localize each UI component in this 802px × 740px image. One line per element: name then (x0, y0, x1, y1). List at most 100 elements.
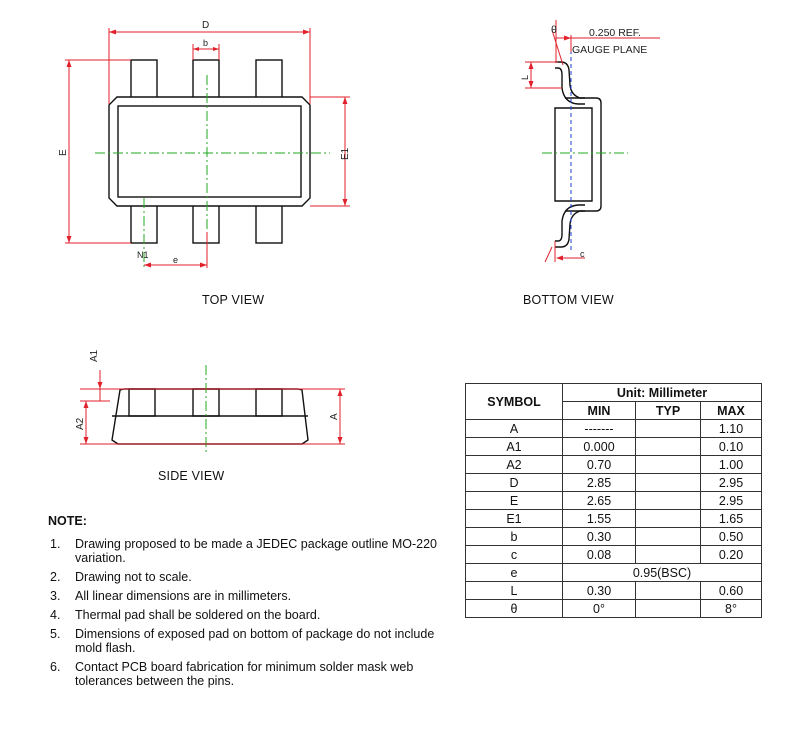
cell-typ (635, 545, 701, 564)
side-view-label: SIDE VIEW (158, 469, 225, 483)
label-A1: A1 (89, 349, 100, 362)
cell-symbol: L (465, 581, 563, 600)
cell-max: 0.10 (700, 437, 762, 456)
note-item: 1. Drawing proposed to be made a JEDEC pa… (48, 537, 448, 565)
arrow-E-top (66, 60, 72, 67)
arrow-D-left (109, 29, 116, 35)
note-number: 6. (50, 660, 61, 674)
label-A: A (329, 413, 340, 420)
note-item: 6. Contact PCB board fabrication for mini… (48, 660, 448, 688)
min-header: MIN (562, 401, 636, 420)
cell-symbol: A (465, 419, 563, 438)
cell-span: 0.95(BSC) (562, 563, 762, 582)
note-number: 3. (50, 589, 61, 603)
cell-symbol: D (465, 473, 563, 492)
note-text: Drawing proposed to be made a JEDEC pack… (75, 537, 438, 565)
note-text: All linear dimensions are in millimeters… (75, 589, 292, 603)
cell-typ (635, 473, 701, 492)
cell-max: 1.10 (700, 419, 762, 438)
side-lead-1 (128, 388, 156, 417)
bottom-view-label: BOTTOM VIEW (523, 293, 614, 307)
cell-min: 1.55 (562, 509, 636, 528)
cell-typ (635, 491, 701, 510)
cell-max: 0.60 (700, 581, 762, 600)
label-theta: θ (551, 24, 557, 36)
unit-header: Unit: Millimeter (562, 383, 762, 402)
top-view-label: TOP VIEW (202, 293, 265, 307)
top-body-inner (117, 105, 302, 198)
note-number: 2. (50, 570, 61, 584)
label-D: D (202, 20, 209, 31)
note-text: Contact PCB board fabrication for minimu… (75, 660, 414, 688)
cell-symbol: A1 (465, 437, 563, 456)
notes-section: NOTE: 1. Drawing proposed to be made a JE… (48, 514, 448, 693)
cell-min: ------- (562, 419, 636, 438)
notes-title: NOTE: (48, 514, 87, 528)
cell-typ (635, 581, 701, 600)
label-ref: 0.250 REF. (589, 27, 641, 39)
cell-symbol: θ (465, 599, 563, 618)
cell-typ (635, 419, 701, 438)
cell-typ (635, 599, 701, 618)
dimension-table: SYMBOL Unit: Millimeter MIN TYP MAX A---… (465, 383, 762, 618)
arrow-A2-bottom (83, 437, 89, 444)
profile-lower-lead (555, 210, 585, 248)
side-lead-3 (255, 388, 283, 417)
note-item: 4.Thermal pad shall be soldered on the b… (48, 608, 448, 622)
arrow-L-bottom (528, 81, 534, 88)
arrow-b-right (213, 47, 219, 51)
arrow-D-right (303, 29, 310, 35)
cell-min: 0.08 (562, 545, 636, 564)
arrow-A-top (337, 389, 343, 396)
cell-symbol: b (465, 527, 563, 546)
cell-min: 2.65 (562, 491, 636, 510)
cell-symbol: e (465, 563, 563, 582)
table-header-row-2: MIN TYP MAX (466, 401, 762, 420)
note-text: Thermal pad shall be soldered on the boa… (75, 608, 321, 622)
label-b: b (203, 38, 208, 48)
arrow-A1 (97, 382, 103, 389)
symbol-header: SYMBOL (465, 383, 563, 420)
table-header-row-1: SYMBOL Unit: Millimeter (465, 383, 762, 420)
profile-body-inner (554, 107, 593, 202)
cell-max: 8° (700, 599, 762, 618)
label-A2: A2 (75, 417, 86, 430)
cell-max: 2.95 (700, 473, 762, 492)
label-E: E (58, 149, 69, 156)
cell-min: 0.30 (562, 581, 636, 600)
note-item: 3. All linear dimensions are in millimete… (48, 589, 448, 603)
arrow-A-bottom (337, 437, 343, 444)
cell-typ (635, 437, 701, 456)
arrow-e-right (200, 262, 207, 268)
label-gauge-plane: GAUGE PLANE (572, 44, 647, 56)
cell-typ (635, 509, 701, 528)
cell-max: 0.20 (700, 545, 762, 564)
cell-max: 1.00 (700, 455, 762, 474)
label-c: c (580, 249, 585, 259)
label-L: L (520, 75, 530, 80)
notes-list: 1. Drawing proposed to be made a JEDEC pa… (48, 537, 448, 688)
arrow-E1-bottom (342, 199, 348, 206)
cell-min: 0° (562, 599, 636, 618)
top-body-outline (108, 96, 311, 207)
dim-theta-line2 (551, 29, 564, 66)
note-number: 5. (50, 627, 61, 641)
arrow-ref (564, 35, 571, 41)
cell-symbol: E (465, 491, 563, 510)
cell-max: 0.50 (700, 527, 762, 546)
dim-c-ext2 (544, 246, 553, 263)
cell-symbol: c (465, 545, 563, 564)
note-number: 1. (50, 537, 61, 551)
